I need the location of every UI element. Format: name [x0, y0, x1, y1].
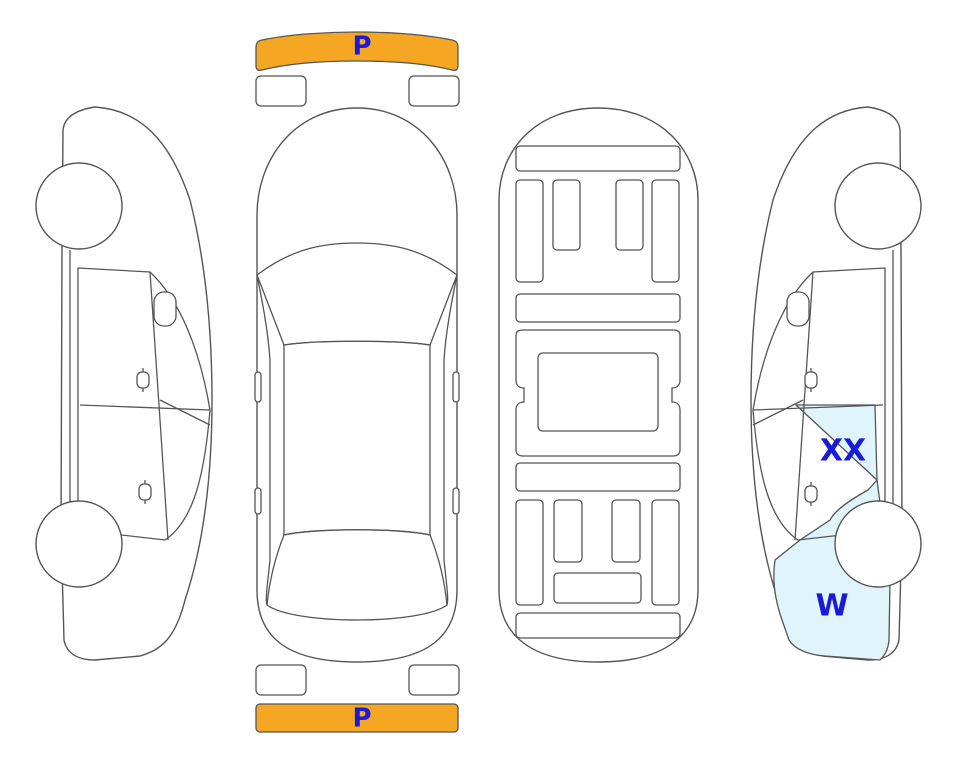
right-rear-wheel — [834, 500, 922, 588]
right-mirror — [786, 291, 810, 327]
car-left-side-view — [35, 106, 213, 661]
underbody-front-left-rail — [515, 179, 544, 283]
front-right-wheel-top — [408, 75, 460, 107]
top-right-mirror — [452, 371, 460, 403]
front-bumper-highlight — [255, 31, 459, 72]
car-underbody-view — [498, 107, 699, 663]
right-front-door-marker: XX — [820, 434, 866, 469]
underbody-rear-left-rail — [515, 499, 544, 606]
right-pillar — [794, 271, 814, 541]
underbody-rear-right-inner — [611, 499, 641, 563]
front-bumper-marker: P — [352, 32, 371, 62]
right-rear-handle — [804, 482, 818, 506]
left-rear-handle — [138, 480, 152, 504]
left-front-handle — [136, 368, 150, 392]
underbody-rear-center — [553, 572, 642, 604]
top-left-rear-handle — [254, 487, 262, 515]
underbody-front-left-inner — [552, 179, 581, 251]
rear-left-wheel-top — [255, 664, 307, 696]
right-front-wheel — [834, 162, 922, 250]
top-rear-window — [266, 529, 448, 621]
top-body-outline — [256, 107, 458, 663]
underbody-front-right-inner — [615, 179, 644, 251]
rear-right-wheel-top — [408, 664, 460, 696]
underbody-rear-right-rail — [651, 499, 680, 606]
top-left-mirror — [254, 371, 262, 403]
right-window-line — [752, 404, 884, 411]
left-door-seam — [159, 399, 211, 426]
top-right-rear-handle — [452, 487, 460, 515]
underbody-mid-front-bar — [515, 293, 681, 323]
right-door-seam — [752, 399, 804, 426]
underbody-front-crossmember — [515, 145, 681, 172]
rear-bumper-highlight — [255, 703, 459, 733]
left-mirror — [153, 291, 177, 327]
front-left-wheel-top — [255, 75, 307, 107]
car-right-side-view — [750, 106, 922, 661]
underbody-center-panel — [537, 352, 659, 432]
left-front-wheel — [35, 162, 123, 250]
rear-bumper-marker: P — [352, 704, 371, 734]
left-pillar — [149, 271, 169, 541]
left-window-line — [79, 404, 211, 411]
top-right-pillar — [443, 274, 458, 606]
underbody-rear-left-inner — [553, 499, 583, 563]
left-rear-wheel — [35, 500, 123, 588]
underbody-mid-rear-bar — [515, 462, 681, 492]
right-front-door-fender-highlight — [773, 404, 891, 661]
top-left-pillar — [256, 274, 271, 606]
underbody-rear-crossmember — [515, 612, 681, 639]
underbody-front-right-rail — [651, 179, 680, 283]
car-top-view — [254, 31, 460, 733]
right-front-fender-marker: W — [815, 589, 848, 624]
right-front-handle — [804, 368, 818, 392]
